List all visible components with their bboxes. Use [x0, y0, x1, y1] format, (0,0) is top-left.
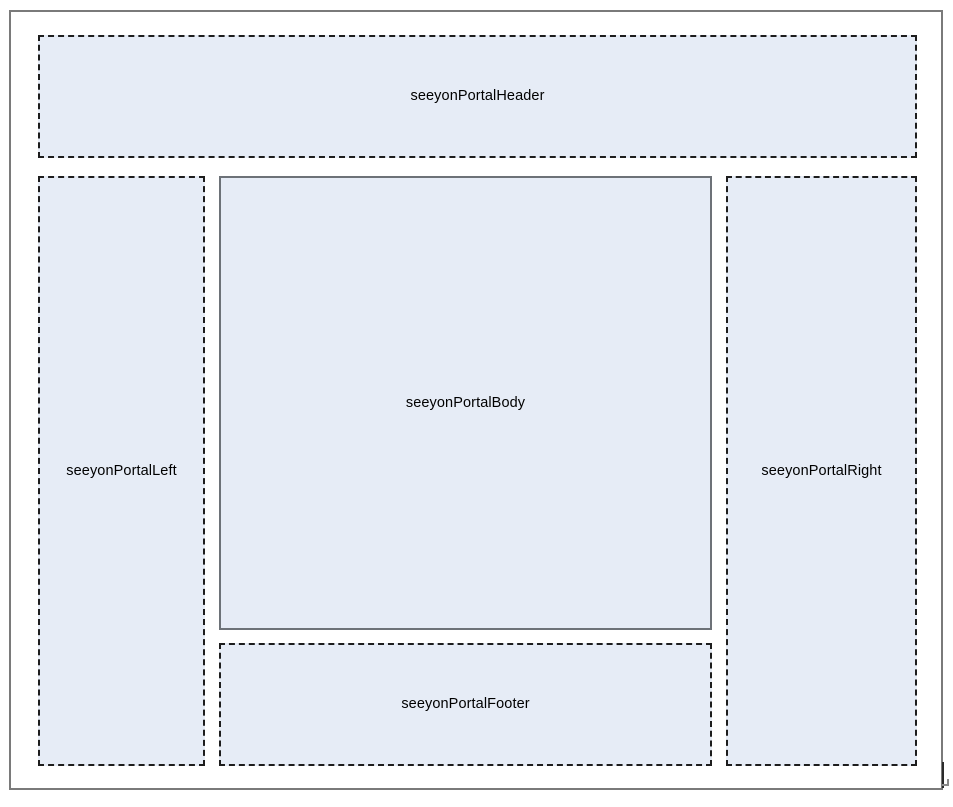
portal-region-footer-label: seeyonPortalFooter — [401, 696, 530, 713]
portal-region-right-label: seeyonPortalRight — [761, 462, 882, 479]
portal-region-footer[interactable]: seeyonPortalFooter — [219, 643, 712, 766]
text-caret-tick — [947, 779, 949, 785]
portal-region-body-label: seeyonPortalBody — [405, 394, 526, 411]
portal-canvas-frame — [9, 10, 943, 790]
portal-region-header-label: seeyonPortalHeader — [410, 88, 545, 105]
text-caret-icon — [940, 762, 950, 792]
text-caret-stem — [942, 762, 944, 788]
portal-region-right[interactable]: seeyonPortalRight — [726, 176, 917, 766]
portal-region-left-label: seeyonPortalLeft — [66, 462, 177, 479]
portal-region-left[interactable]: seeyonPortalLeft — [38, 176, 205, 766]
portal-region-body[interactable]: seeyonPortalBody — [219, 176, 712, 630]
text-caret-foot — [942, 784, 949, 786]
portal-region-header[interactable]: seeyonPortalHeader — [38, 35, 917, 158]
